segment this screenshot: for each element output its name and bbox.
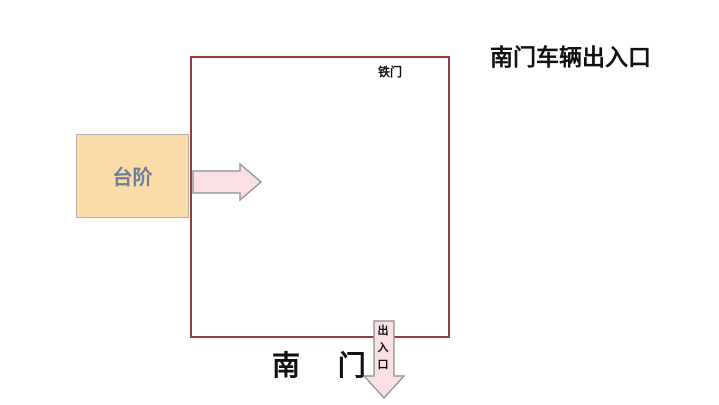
iron-gate-label: 铁门: [378, 65, 403, 79]
exit-arrow-icon: [362, 320, 406, 400]
exit-char-2: 入: [377, 341, 389, 354]
diagram-title: 南门车辆出入口: [490, 45, 651, 71]
exit-char-3: 口: [377, 358, 389, 371]
steps-block: 台阶: [76, 134, 189, 218]
south-gate-label: 南 门: [272, 349, 380, 382]
exit-arrow-label: 出 入 口: [373, 322, 393, 373]
entry-arrow-icon: [192, 162, 263, 202]
steps-label: 台阶: [112, 165, 153, 189]
exit-char-1: 出: [377, 324, 389, 337]
yard-enclosure: [190, 56, 450, 338]
